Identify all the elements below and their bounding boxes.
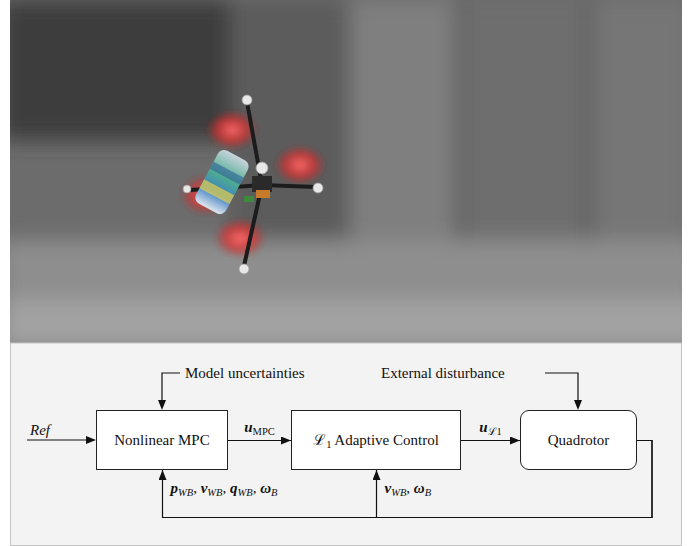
math-part: WB bbox=[207, 487, 222, 498]
annotation-label: Ref bbox=[30, 421, 50, 439]
math-part: MPC bbox=[253, 426, 275, 437]
box-label: Quadrotor bbox=[548, 431, 610, 449]
box-label: Nonlinear MPC bbox=[114, 431, 209, 449]
math-part: q bbox=[230, 480, 238, 496]
math-part: WB bbox=[238, 487, 253, 498]
math-part: ℒ1 bbox=[488, 426, 502, 437]
signal-arrow bbox=[461, 440, 520, 441]
math-part: ω bbox=[414, 480, 425, 496]
math-part: 1 bbox=[326, 439, 331, 450]
signal-arrow bbox=[228, 440, 291, 441]
math-part: p bbox=[171, 480, 179, 496]
signal-label: uMPC bbox=[244, 418, 275, 436]
math-part: ω bbox=[260, 480, 271, 496]
signal-label: vWB, ωB bbox=[385, 479, 432, 497]
math-part: B bbox=[425, 487, 431, 498]
math-part: u bbox=[244, 419, 252, 435]
math-part: WB bbox=[178, 487, 193, 498]
annotation-label: External disturbance bbox=[381, 364, 505, 382]
math-part: v bbox=[201, 480, 208, 496]
plant-box: Quadrotor bbox=[520, 410, 637, 470]
signal-label: pWB, vWB, qWB, ωB bbox=[171, 479, 278, 497]
signal-label: uℒ1 bbox=[479, 418, 502, 436]
process-box: Nonlinear MPC bbox=[96, 410, 228, 470]
process-box: ℒ1 Adaptive Control bbox=[291, 410, 461, 470]
math-part: WB bbox=[391, 487, 406, 498]
math-part: B bbox=[271, 487, 277, 498]
math-part: v bbox=[385, 480, 392, 496]
box-label: ℒ1 Adaptive Control bbox=[313, 431, 439, 449]
math-part: u bbox=[479, 419, 487, 435]
annotation-label: Model uncertainties bbox=[185, 364, 305, 382]
